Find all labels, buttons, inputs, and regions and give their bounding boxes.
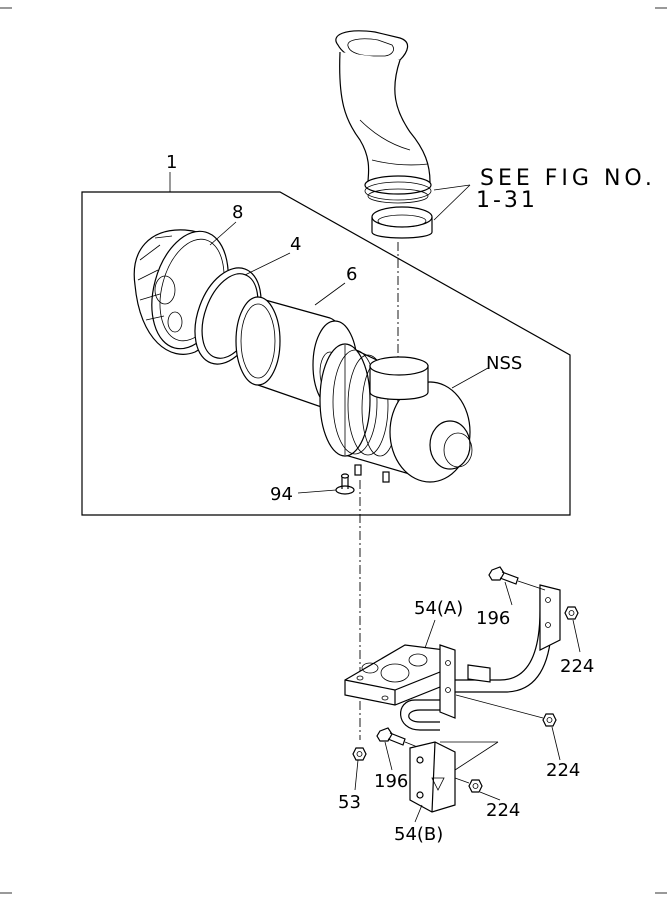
label-nut-upper: 224 xyxy=(560,656,594,677)
label-assembly: 1 xyxy=(166,152,177,173)
label-nut-middle: 224 xyxy=(546,760,580,781)
bolt-upper-part xyxy=(488,566,546,591)
leader-see-fig-2 xyxy=(433,184,471,221)
label-nut-small: 53 xyxy=(338,792,361,813)
label-element: 6 xyxy=(346,264,357,285)
mounting-strap xyxy=(400,584,561,731)
bolt-lower-part xyxy=(376,727,421,749)
nut-small-part xyxy=(352,747,367,761)
label-bracket-a: 54(A) xyxy=(414,598,463,619)
crop-marks xyxy=(0,7,667,894)
callout-labels: 1 SEE FIG NO. 1-31 8 4 6 NSS 94 54(A) 19… xyxy=(166,152,656,845)
nut-upper-part xyxy=(564,606,579,620)
intake-ring xyxy=(371,206,433,239)
label-see-fig-line2: 1-31 xyxy=(476,188,538,213)
label-bolt-upper: 196 xyxy=(476,608,510,629)
label-drain-valve: 94 xyxy=(270,484,293,505)
leader-see-fig xyxy=(433,184,471,191)
label-nss: NSS xyxy=(486,353,522,374)
bracket-b-part xyxy=(409,741,499,813)
leader-lines xyxy=(169,172,581,823)
nut-middle-part xyxy=(455,694,557,727)
label-see-fig-line1: SEE FIG NO. xyxy=(480,166,656,191)
assembly-boundary-box xyxy=(81,191,571,516)
label-nut-lower: 224 xyxy=(486,800,520,821)
label-seal-ring: 4 xyxy=(290,234,301,255)
drain-valve-part xyxy=(335,473,355,495)
label-cap: 8 xyxy=(232,202,243,223)
air-cleaner-body xyxy=(319,343,473,483)
intake-duct xyxy=(335,30,432,204)
label-bolt-lower: 196 xyxy=(374,771,408,792)
bracket-a-part xyxy=(344,644,456,719)
nut-lower-part xyxy=(454,777,483,793)
label-bracket-b: 54(B) xyxy=(394,824,443,845)
